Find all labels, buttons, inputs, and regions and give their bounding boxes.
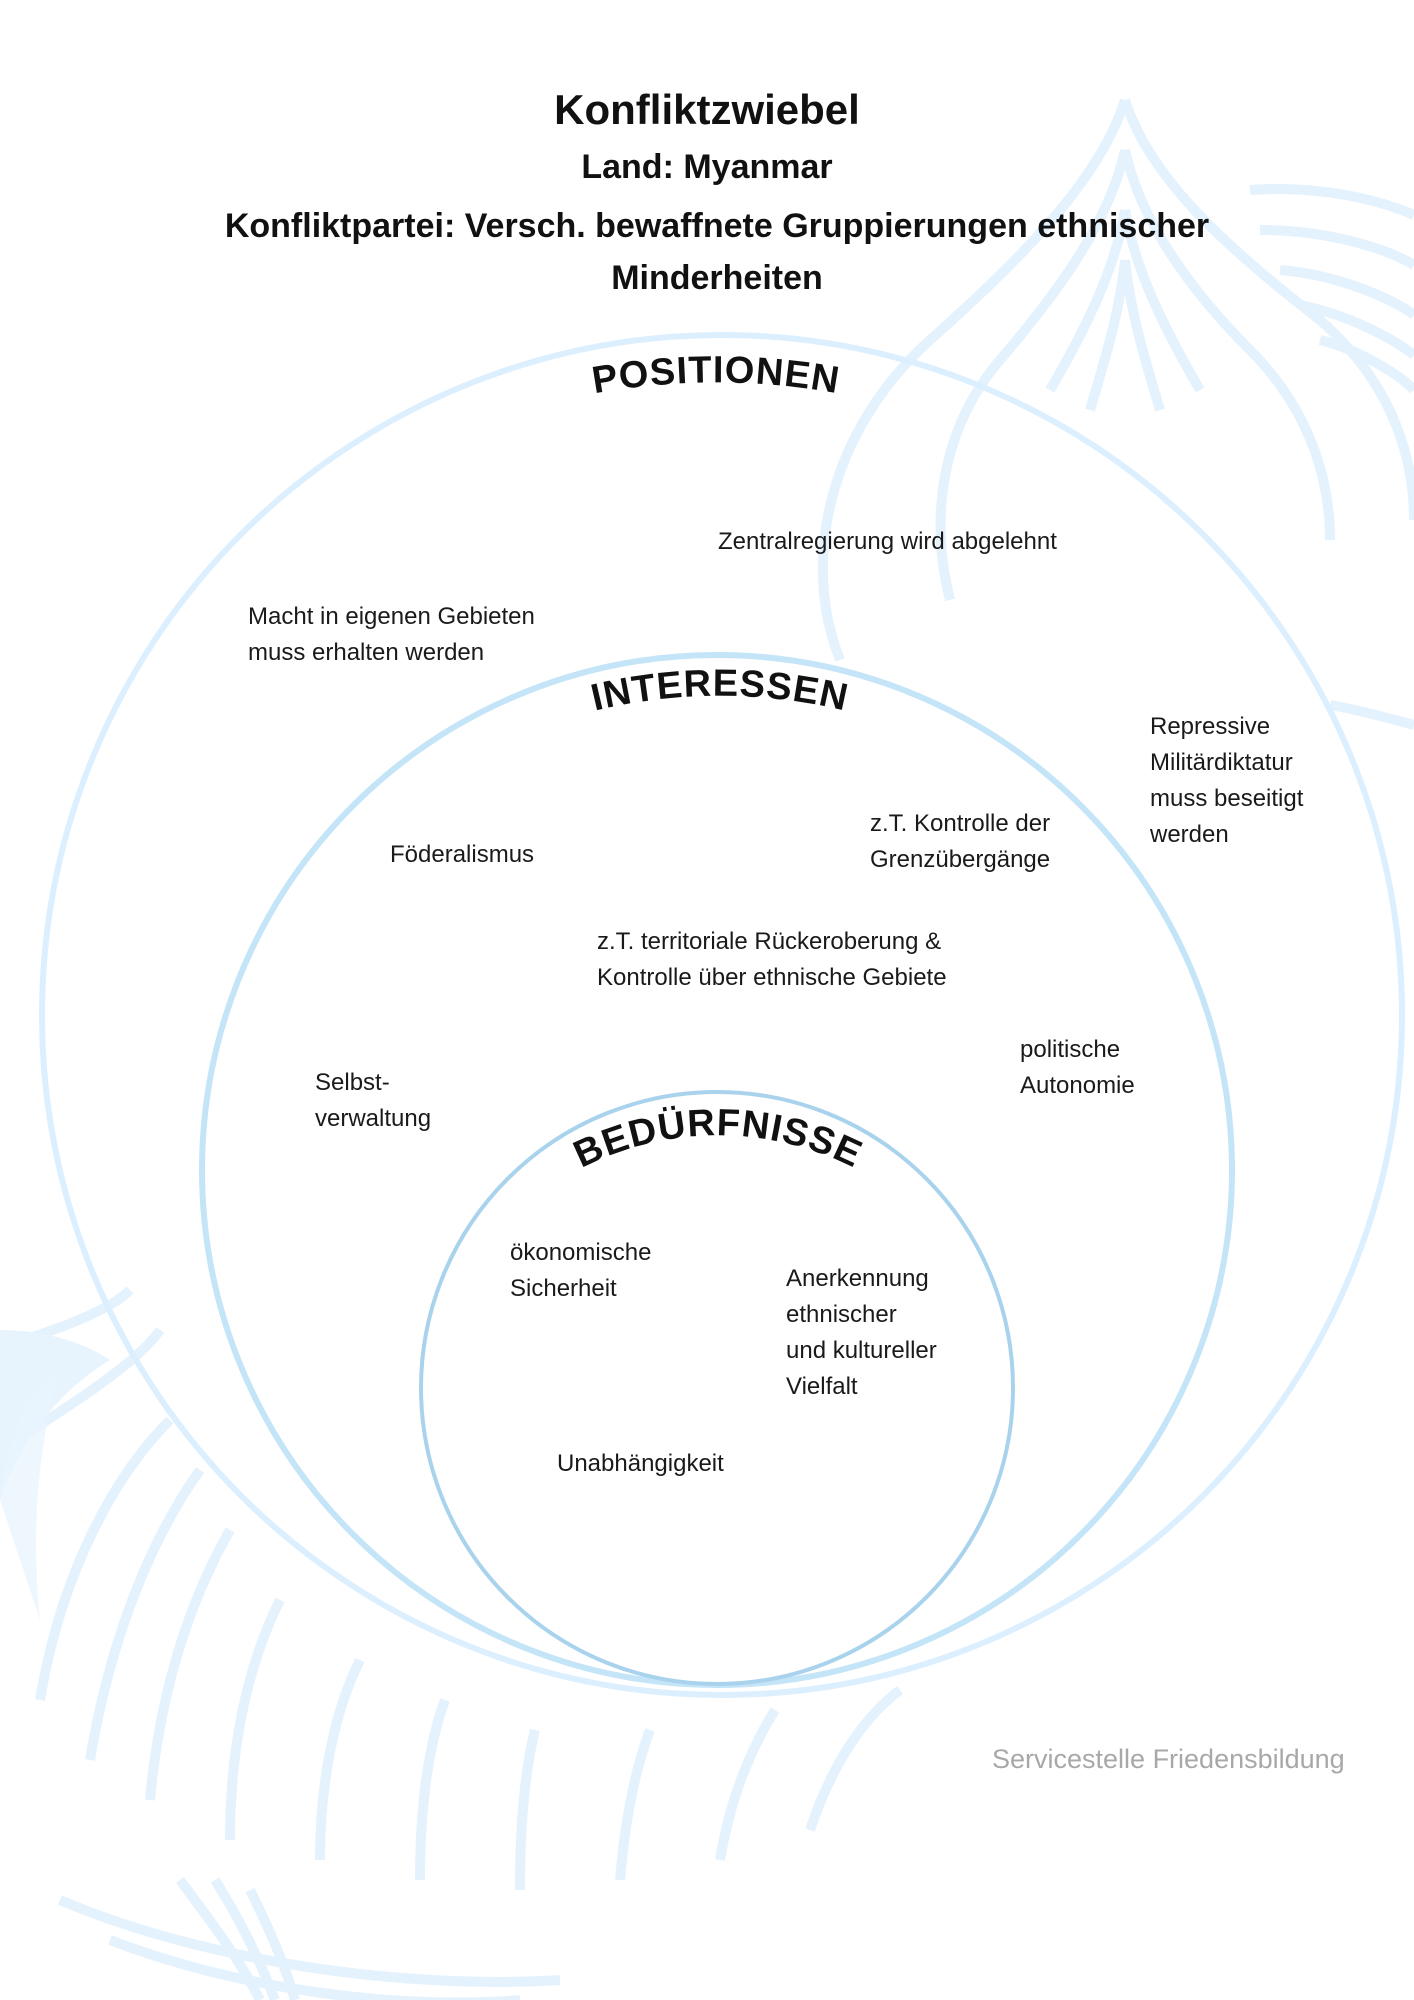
position-item: Repressive Militärdiktatur muss beseitig… (1150, 713, 1304, 848)
interest-item: Selbst- verwaltung (315, 1069, 432, 1132)
need-item: ökonomische Sicherheit (510, 1239, 652, 1302)
position-item: Zentralregierung wird abgelehnt (718, 528, 1057, 555)
need-item: Anerkennung ethnischer und kultureller V… (786, 1265, 937, 1400)
conflict-party-subtitle: Konfliktpartei: Versch. bewaffnete Grupp… (224, 207, 1210, 297)
page-title: Konfliktzwiebel (554, 86, 860, 133)
interests-ring-label: INTERESSEN (587, 663, 852, 720)
positions-ring (39, 332, 1405, 1698)
interest-item: z.T. Kontrolle der Grenzübergänge (870, 810, 1051, 873)
needs-ring (419, 1090, 1015, 1686)
interests-ring (199, 652, 1235, 1688)
need-item: Unabhängigkeit (557, 1450, 724, 1477)
positions-ring-label: POSITIONEN (589, 349, 843, 402)
footer-credit: Servicestelle Friedensbildung (992, 1744, 1345, 1774)
interest-item: politische Autonomie (1020, 1036, 1135, 1099)
interest-item: z.T. territoriale Rückeroberung & Kontro… (597, 928, 947, 991)
interest-item: Föderalismus (390, 841, 535, 868)
position-item: Macht in eigenen Gebieten muss erhalten … (248, 603, 535, 666)
country-subtitle: Land: Myanmar (581, 148, 833, 186)
